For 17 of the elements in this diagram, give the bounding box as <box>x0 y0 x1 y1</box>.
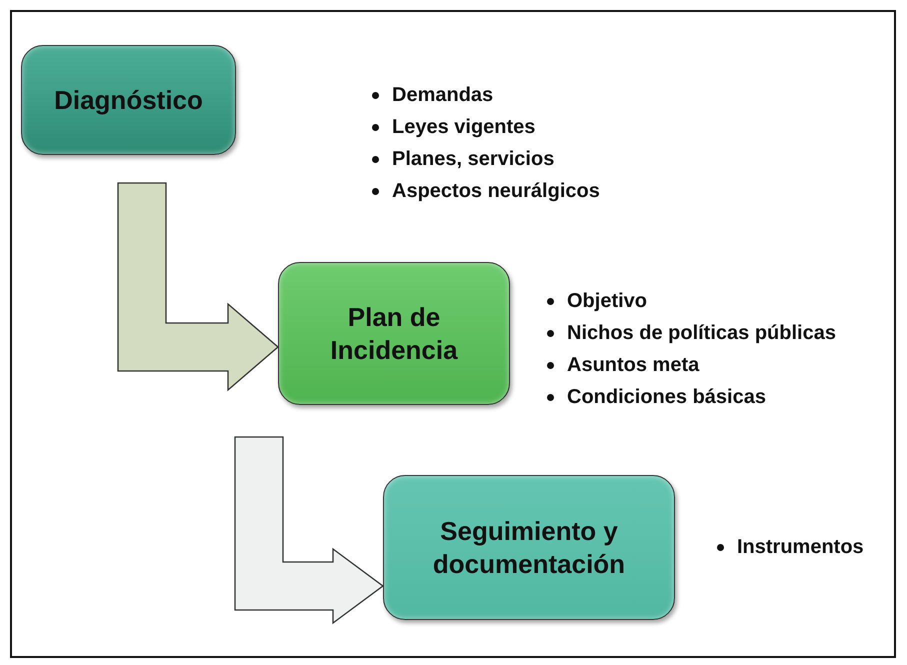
process-box <box>278 262 510 405</box>
box-label: Plan de Incidencia <box>329 301 459 366</box>
box-label: Diagnóstico <box>53 84 204 116</box>
block-arrow <box>117 182 279 392</box>
bullet-item: Objetivo <box>545 285 836 317</box>
bullet-item: Planes, servicios <box>370 143 600 175</box>
bullet-item: Condiciones básicas <box>545 381 836 413</box>
bullet-item: Instrumentos <box>715 531 864 563</box>
process-box <box>383 475 675 620</box>
block-arrow <box>234 436 384 624</box>
bullet-item: Leyes vigentes <box>370 111 600 143</box>
bullet-item: Asuntos meta <box>545 349 836 381</box>
box-label: Seguimiento y documentación <box>432 515 626 580</box>
bullet-item: Demandas <box>370 79 600 111</box>
bullet-item: Aspectos neurálgicos <box>370 175 600 207</box>
process-box <box>21 45 236 155</box>
bullet-item: Nichos de políticas públicas <box>545 317 836 349</box>
